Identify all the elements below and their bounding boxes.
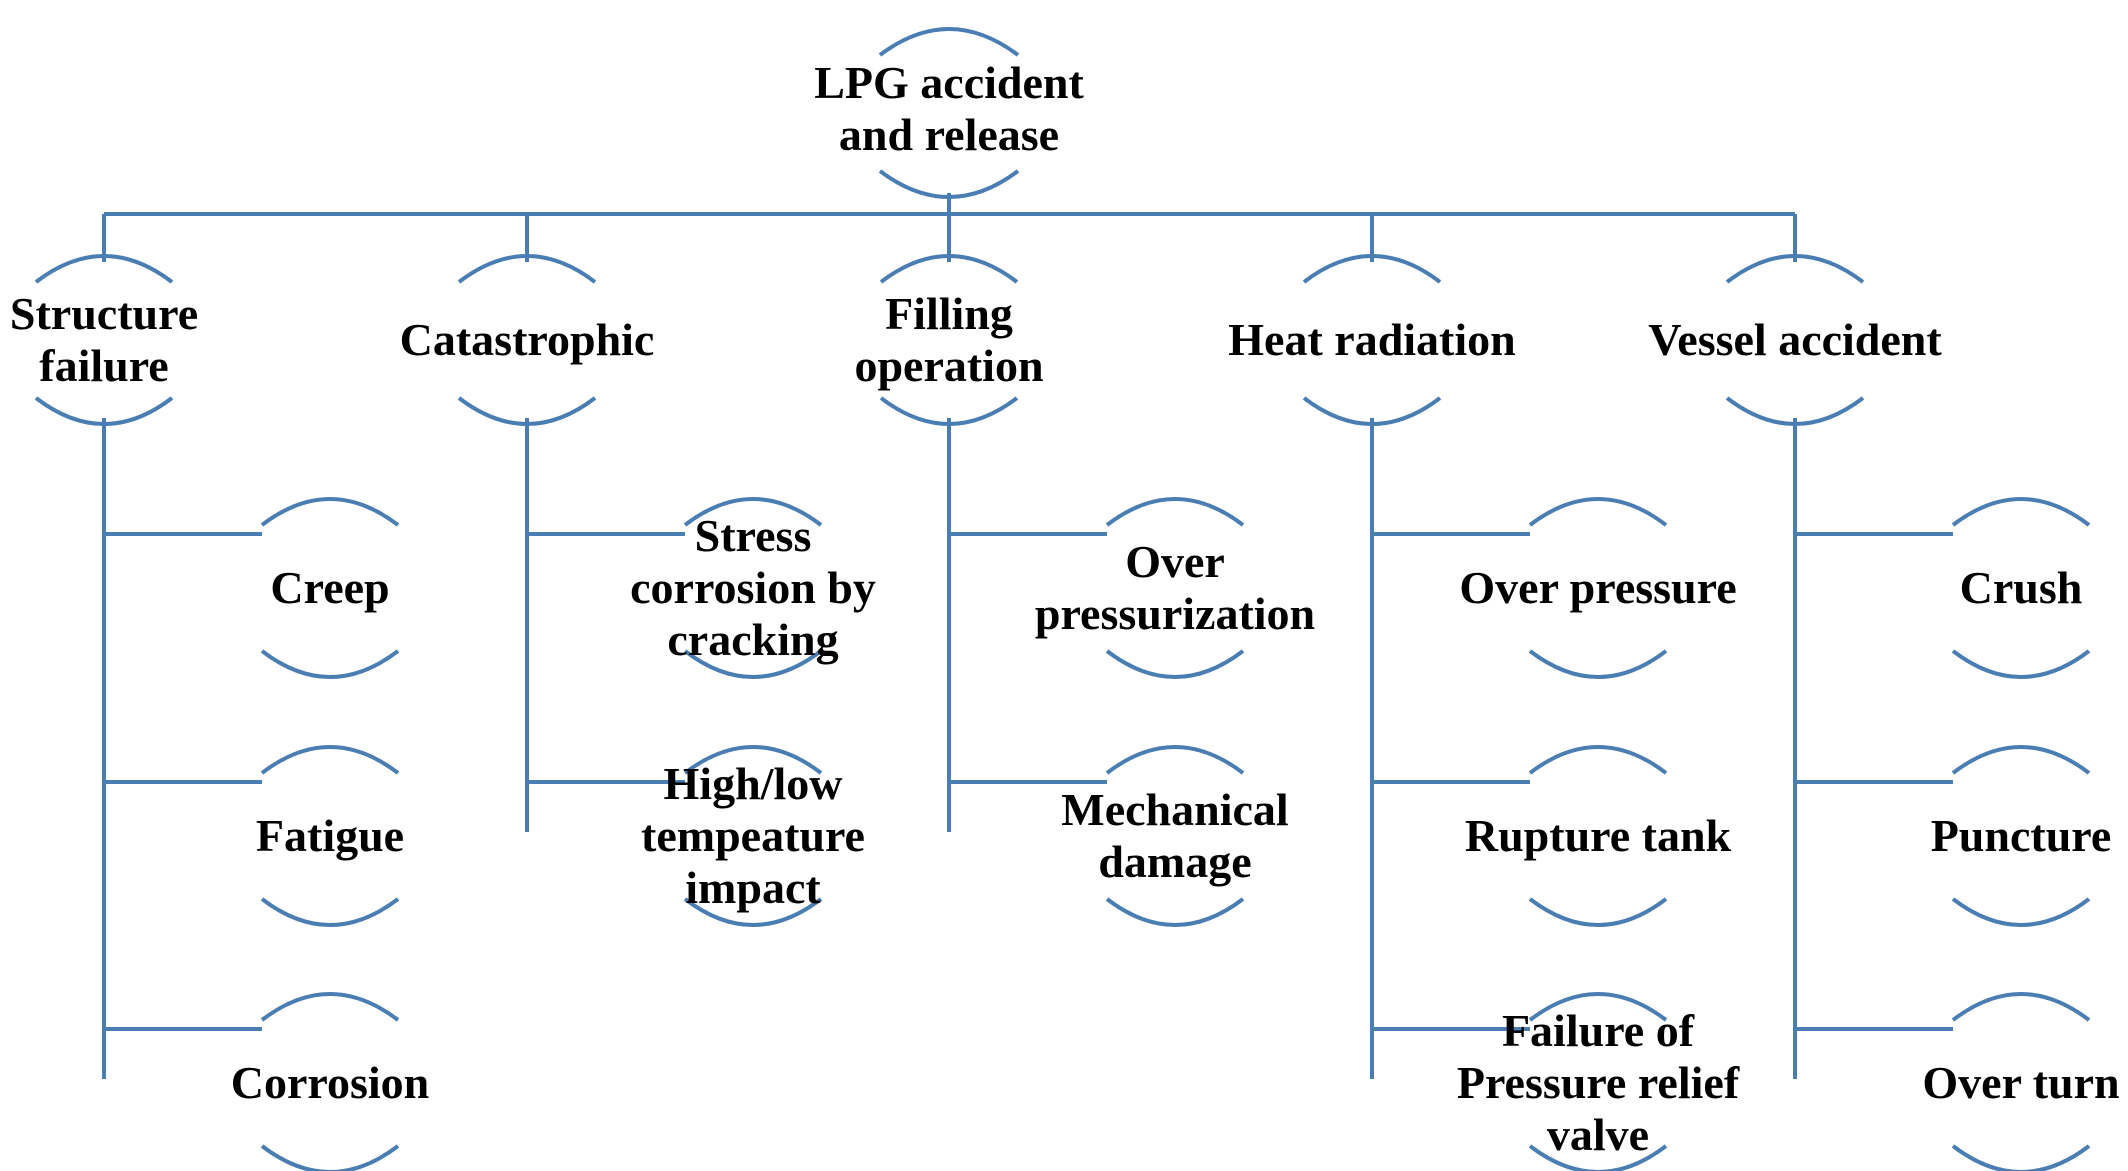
category-4-top-arc	[1725, 254, 1865, 284]
category-3-child-1-top-arc	[1528, 745, 1668, 775]
category-4-label: Vessel accident	[1648, 314, 1941, 366]
category-0-child-0-label: Creep	[270, 562, 389, 614]
category-1-child-1-top-arc	[683, 745, 823, 775]
category-2-child-1-label-line: Mechanical	[1061, 784, 1289, 835]
category-1-child-0-bottom-arc	[683, 649, 823, 679]
category-4-child-2-node	[1951, 992, 2091, 1171]
category-0-child-0-bottom-arc	[260, 649, 400, 679]
category-0-child-1-node	[260, 745, 400, 927]
category-1-child-0-top-arc	[683, 497, 823, 527]
category-0-child-0-top-arc	[260, 497, 400, 527]
category-4-child-0-bottom-arc	[1951, 649, 2091, 679]
category-3-child-1-bottom-arc	[1528, 897, 1668, 927]
category-4-label-line: Vessel accident	[1648, 314, 1942, 365]
category-2-child-1-label-line: damage	[1098, 836, 1252, 887]
category-2-child-0-node	[1105, 497, 1245, 679]
category-2-child-1-top-arc	[1105, 745, 1245, 775]
category-4-child-1-top-arc	[1951, 745, 2091, 775]
category-2-child-1-bottom-arc	[1105, 897, 1245, 927]
category-1-top-arc	[457, 254, 597, 284]
category-3-child-0-bottom-arc	[1528, 649, 1668, 679]
category-0-child-1-label: Fatigue	[256, 810, 404, 862]
category-4-child-1-bottom-arc	[1951, 897, 2091, 927]
root-top-arc	[878, 27, 1020, 57]
category-1-child-0-label-line: cracking	[667, 614, 839, 665]
category-1-child-1-node	[683, 745, 823, 927]
category-3-child-2-bottom-arc	[1528, 1144, 1668, 1171]
category-4-child-2-label: Over turn	[1922, 1057, 2119, 1109]
category-3-child-2-label-line: Failure of	[1501, 1005, 1695, 1056]
category-3-child-1-node	[1528, 745, 1668, 927]
category-2-label-line: Filling	[885, 288, 1013, 339]
category-4-child-1-node	[1951, 745, 2091, 927]
category-0-child-0-label-line: Creep	[270, 562, 390, 613]
category-4-child-2-label-line: Over turn	[1922, 1057, 2120, 1108]
category-3-child-0-label: Over pressure	[1459, 562, 1736, 614]
category-4-child-0-label: Crush	[1960, 562, 2083, 614]
category-1-child-1-label-line: impact	[685, 862, 821, 913]
category-3-label: Heat radiation	[1228, 314, 1515, 366]
category-2-child-1-node	[1105, 745, 1245, 927]
category-1-label: Catastrophic	[400, 314, 655, 366]
category-0-label-line: failure	[39, 340, 169, 391]
category-0-child-2-bottom-arc	[260, 1144, 400, 1171]
category-3-child-2-label-line: valve	[1546, 1109, 1650, 1160]
category-3-child-2-node	[1528, 992, 1668, 1171]
category-0-child-2-label: Corrosion	[231, 1057, 430, 1109]
category-2-child-0-bottom-arc	[1105, 649, 1245, 679]
category-3-child-1-label-line: Rupture tank	[1464, 810, 1732, 861]
category-0-child-2-node	[260, 992, 400, 1171]
category-3-child-0-label-line: Over pressure	[1459, 562, 1737, 613]
root-label-line: LPG accident	[814, 57, 1084, 108]
category-3-label-line: Heat radiation	[1228, 314, 1516, 365]
category-1-child-1-label-line: High/low	[663, 758, 843, 809]
category-4-child-2-bottom-arc	[1951, 1144, 2091, 1171]
category-2-child-0-top-arc	[1105, 497, 1245, 527]
category-1-child-1-label-line: tempeature	[641, 810, 865, 861]
category-3-child-0-node	[1528, 497, 1668, 679]
category-0-child-1-label-line: Fatigue	[255, 810, 405, 861]
category-4-child-0-label-line: Crush	[1959, 562, 2083, 613]
category-0-label-line: Structure	[9, 288, 199, 339]
category-3-child-1-label: Rupture tank	[1465, 810, 1731, 862]
category-2-child-0-label-line: Over	[1125, 536, 1225, 587]
category-0-child-1-top-arc	[260, 745, 400, 775]
category-3-child-2-top-arc	[1528, 992, 1668, 1022]
category-1-label-line: Catastrophic	[399, 314, 655, 365]
category-0-top-arc	[34, 254, 174, 284]
category-1-child-1-bottom-arc	[683, 897, 823, 927]
category-3-child-2-label-line: Pressure relief	[1456, 1057, 1740, 1108]
category-4-child-1-label: Puncture	[1931, 810, 2112, 862]
category-1-child-0-label-line: Stress	[694, 510, 812, 561]
category-0-child-1-bottom-arc	[260, 897, 400, 927]
category-3-child-0-top-arc	[1528, 497, 1668, 527]
category-4-child-0-node	[1951, 497, 2091, 679]
category-2-top-arc	[879, 254, 1019, 284]
category-0-child-0-node	[260, 497, 400, 679]
category-4-child-0-top-arc	[1951, 497, 2091, 527]
category-1-child-0-label-line: corrosion by	[630, 562, 876, 613]
category-0-child-2-label-line: Corrosion	[230, 1057, 430, 1108]
category-2-child-0-label-line: pressurization	[1034, 588, 1316, 639]
category-2-label-line: operation	[854, 340, 1044, 391]
category-1-child-0-node	[683, 497, 823, 679]
category-3-top-arc	[1302, 254, 1442, 284]
category-0-child-2-top-arc	[260, 992, 400, 1022]
category-4-child-1-label-line: Puncture	[1930, 810, 2112, 861]
category-4-child-2-top-arc	[1951, 992, 2091, 1022]
root-label-line: and release	[838, 109, 1060, 160]
